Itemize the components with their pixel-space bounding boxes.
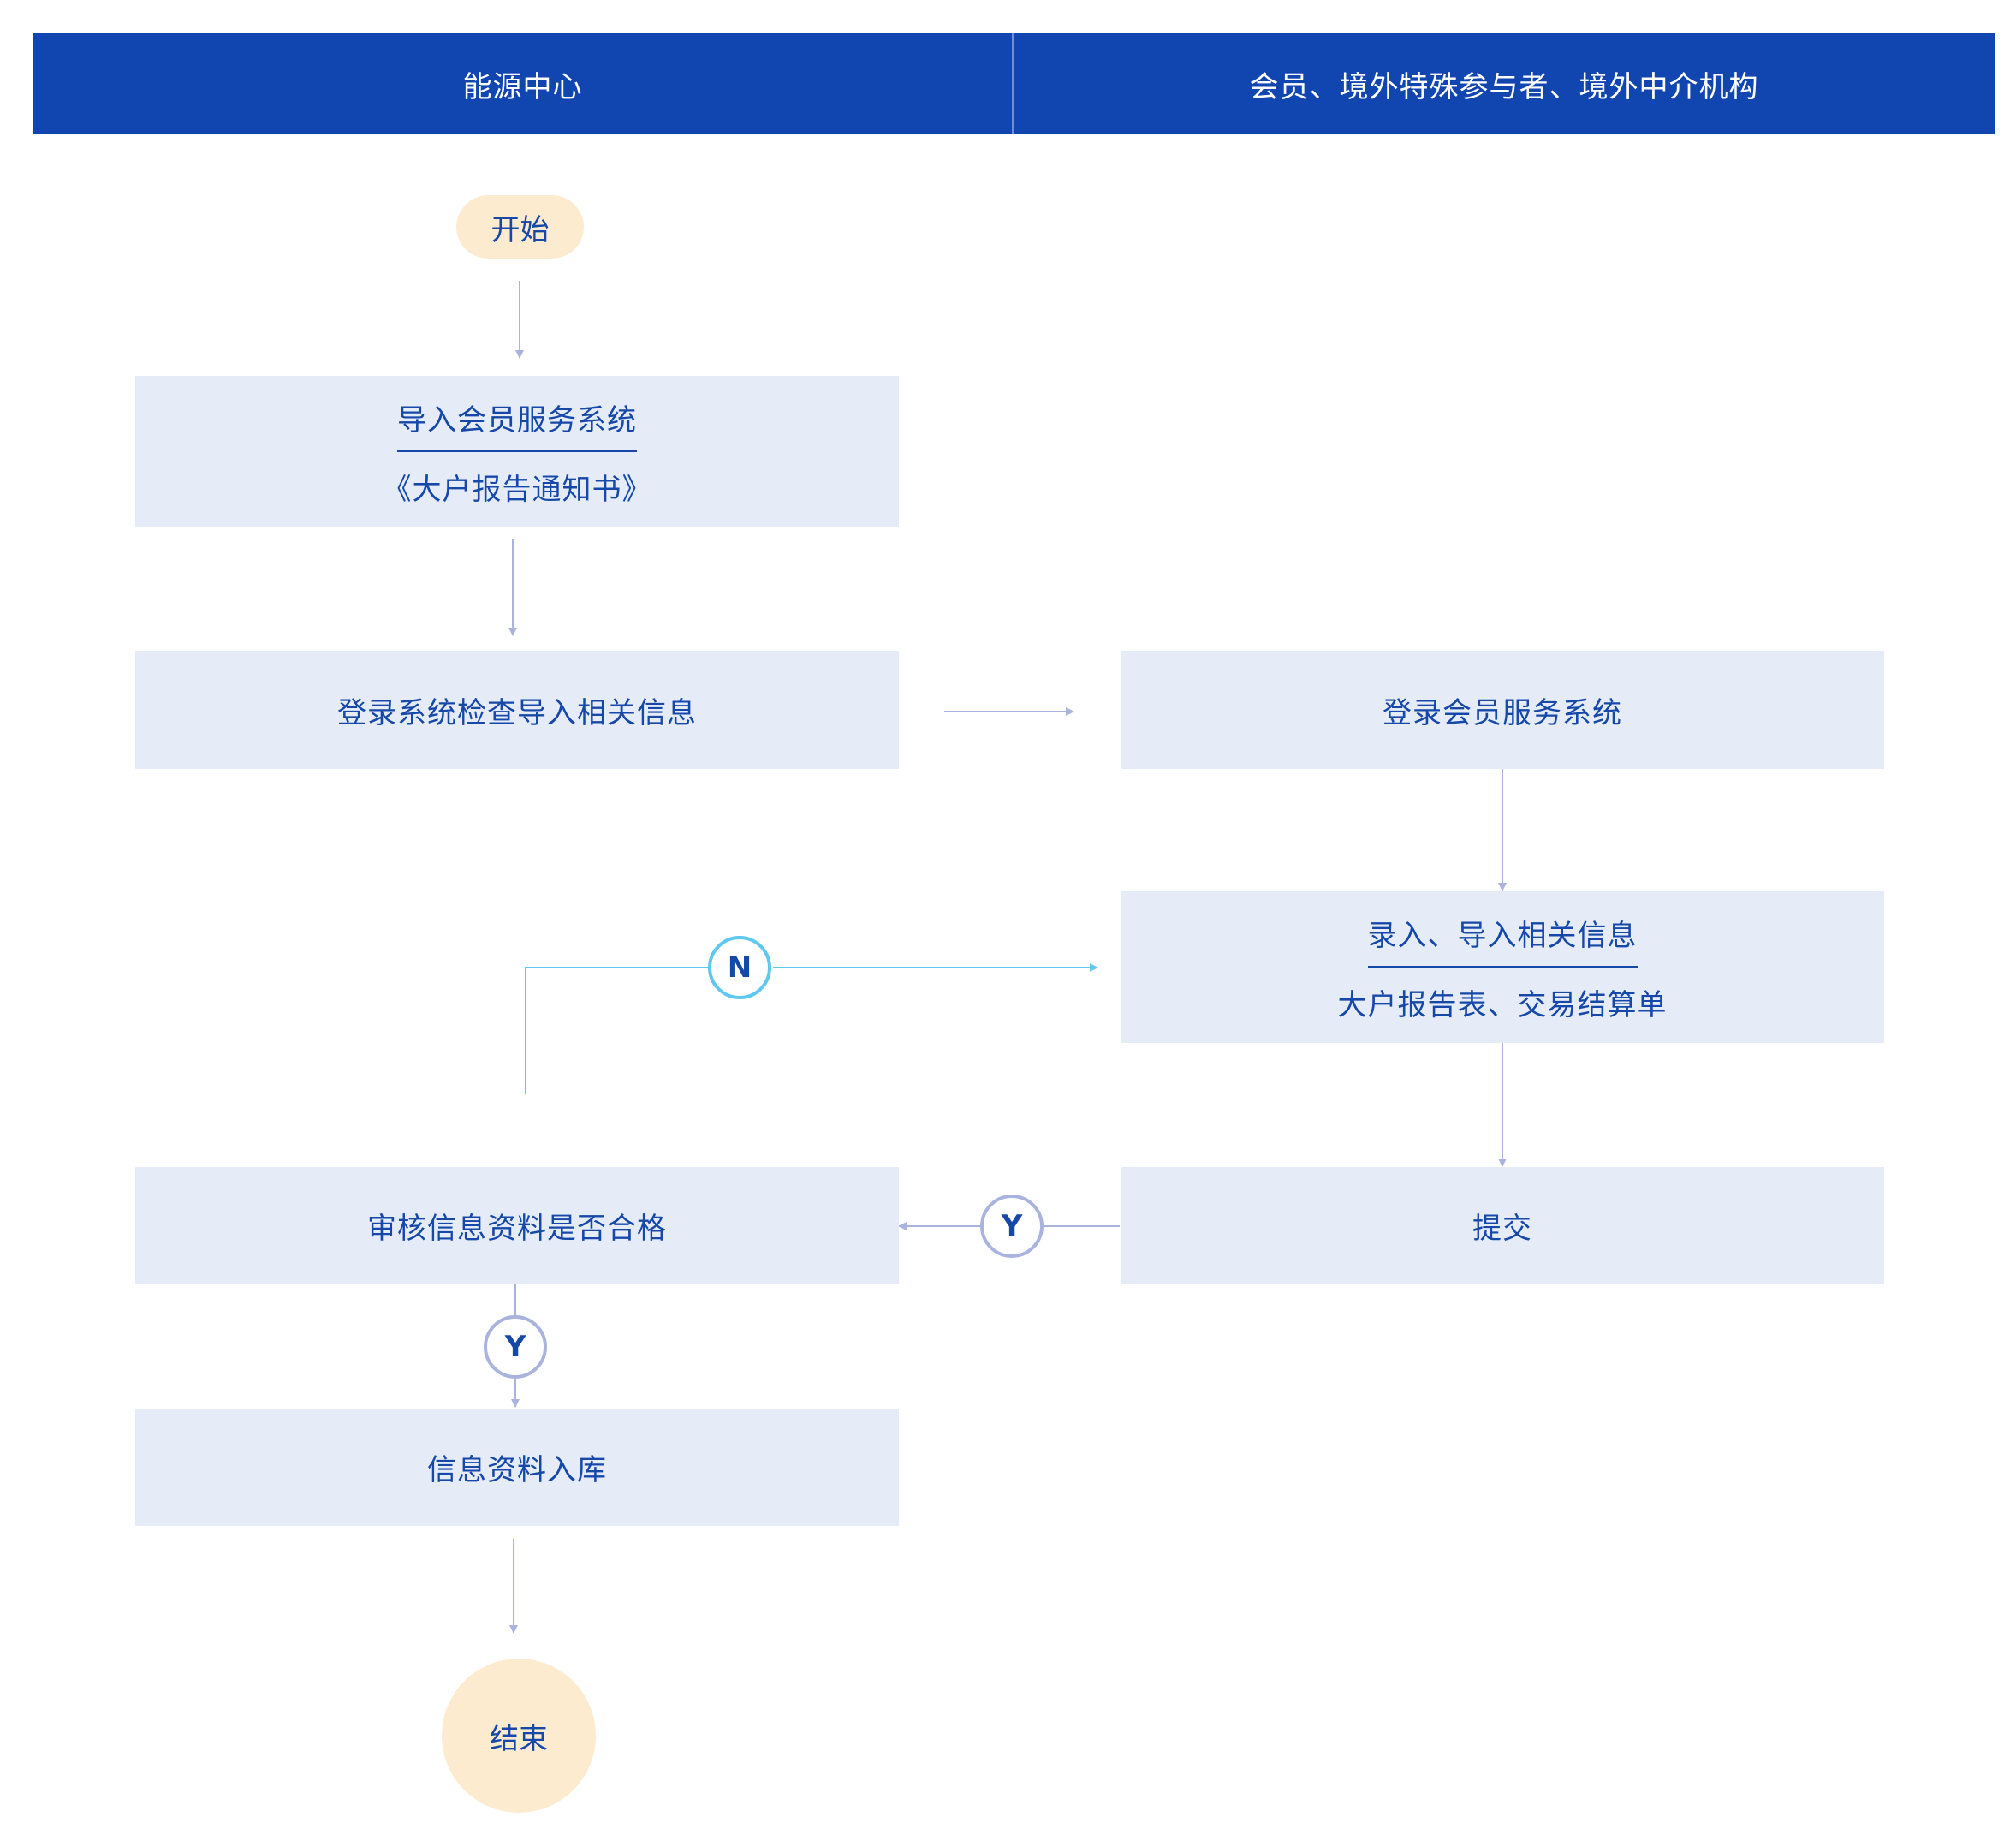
store-info-step: 信息资料入库	[135, 1409, 899, 1526]
enter-info-step-line1: 录入、导入相关信息	[1367, 912, 1638, 968]
login-member-step: 登录会员服务系统	[1121, 651, 1884, 769]
import-notice-step-line1: 导入会员服务系统	[397, 396, 637, 452]
submit-step: 提交	[1121, 1167, 1884, 1284]
import-notice-step-line2: 《大户报告通知书》	[382, 472, 652, 507]
enter-info-step: 录入、导入相关信息 大户报告表、交易结算单	[1121, 891, 1884, 1043]
end-terminal: 结束	[442, 1659, 596, 1813]
lane-header: 能源中心 会员、境外特殊参与者、境外中介机构	[33, 33, 1995, 134]
lane-title-members: 会员、境外特殊参与者、境外中介机构	[1249, 69, 1759, 104]
lane-title-energy-center: 能源中心	[33, 33, 1014, 134]
reject-decision-node: N	[708, 936, 771, 999]
arrow-reject-to-enter	[525, 967, 708, 1094]
review-decision-step: 审核信息资料是否合格	[135, 1167, 899, 1284]
login-check-step: 登录系统检查导入相关信息	[135, 651, 899, 769]
submit-approve-node: Y	[980, 1195, 1044, 1258]
enter-info-step-line2: 大户报告表、交易结算单	[1337, 987, 1668, 1022]
start-terminal: 开始	[456, 195, 584, 259]
review-approve-node: Y	[484, 1315, 547, 1379]
import-notice-step: 导入会员服务系统 《大户报告通知书》	[135, 376, 899, 527]
